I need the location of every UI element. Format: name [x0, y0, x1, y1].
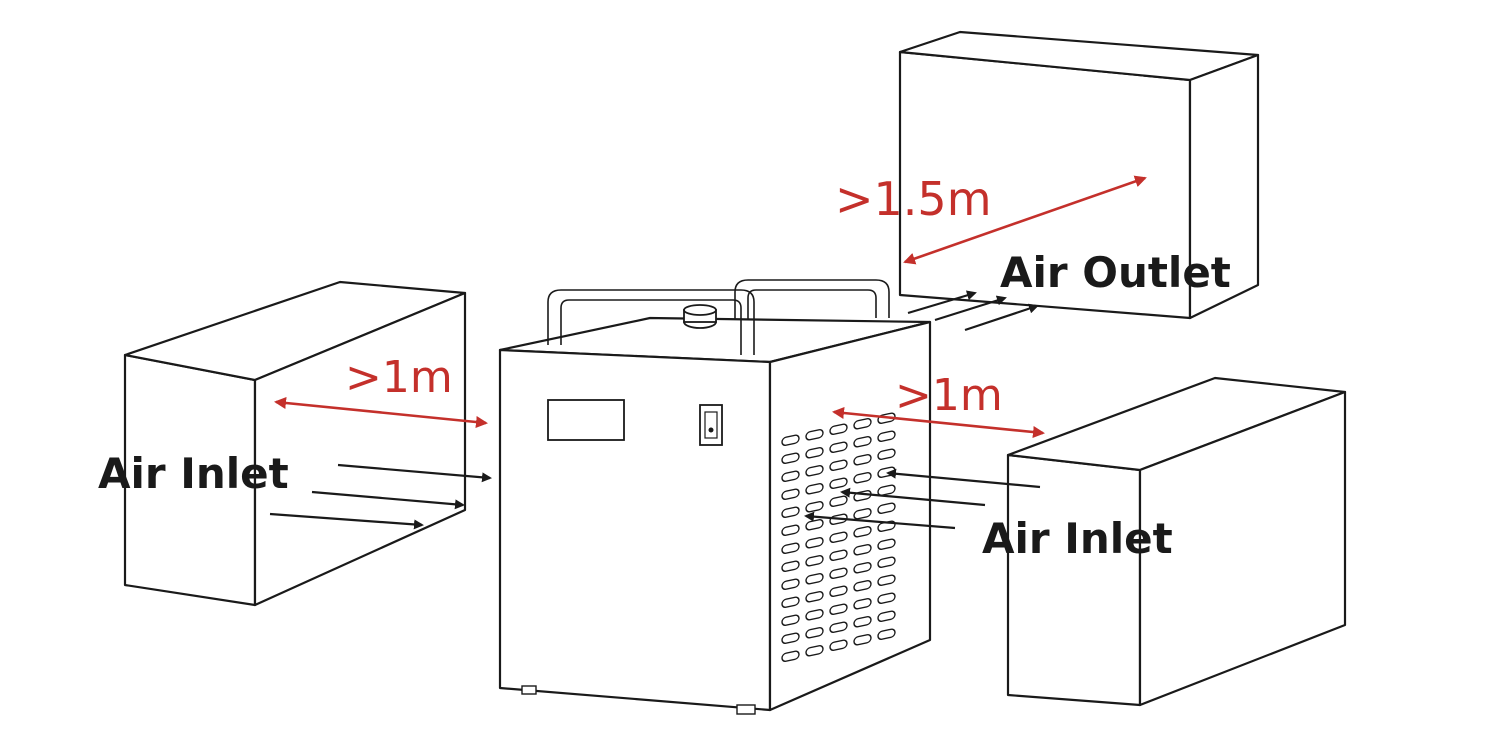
vent-slot: [853, 615, 872, 628]
vent-slot: [781, 506, 800, 518]
left-air-inlet-label: Air Inlet: [98, 449, 289, 498]
vent-slot: [829, 477, 848, 489]
vent-slot: [853, 579, 872, 592]
vent-slot: [853, 543, 872, 556]
chiller-unit: [498, 279, 932, 715]
carry-handle-rear: [734, 279, 890, 335]
chiller-foot-left: [521, 685, 537, 695]
vent-slot: [829, 621, 848, 633]
vent-slot: [781, 614, 800, 626]
vent-slot: [829, 531, 848, 543]
vent-slot: [781, 542, 800, 554]
right-clearance-label: >1m: [895, 370, 1003, 421]
vent-slot: [781, 524, 800, 536]
vent-slot: [877, 502, 896, 514]
vent-slot: [829, 585, 848, 597]
vent-slot: [853, 597, 872, 610]
vent-slot: [829, 441, 848, 453]
vent-slot: [805, 518, 824, 531]
vent-slot: [877, 610, 896, 622]
vent-slot: [829, 603, 848, 615]
vent-slot: [781, 470, 800, 482]
vent-slot: [805, 500, 824, 513]
vent-slot: [853, 507, 872, 520]
vent-slot: [829, 549, 848, 561]
left-inlet-airflow-arrows: [269, 463, 492, 530]
left-clearance-arrow: [274, 397, 488, 428]
outlet-clearance-arrow: [903, 175, 1147, 265]
vent-slot: [781, 578, 800, 590]
vent-slot: [805, 536, 824, 549]
side-vent-grille: [781, 412, 896, 662]
vent-slot: [877, 556, 896, 568]
vent-slot: [853, 561, 872, 574]
vent-slot: [877, 448, 896, 460]
vent-slot: [829, 459, 848, 471]
vent-slot: [781, 452, 800, 464]
vent-slot: [853, 633, 872, 646]
vent-slot: [853, 525, 872, 538]
vent-slot: [805, 644, 824, 657]
vent-slot: [805, 428, 824, 441]
vent-slot: [805, 554, 824, 567]
vent-slot: [781, 596, 800, 608]
vent-slot: [805, 446, 824, 459]
right-clearance-arrow: [832, 407, 1045, 438]
right-obstacle-box: [1006, 376, 1347, 707]
vent-slot: [781, 650, 800, 662]
right-inlet-airflow-arrows: [804, 468, 1041, 530]
vent-slot: [781, 434, 800, 446]
vent-slot: [829, 567, 848, 579]
left-clearance-label: >1m: [345, 352, 453, 403]
vent-slot: [877, 484, 896, 496]
vent-slot: [877, 592, 896, 604]
carry-handle-front: [547, 289, 755, 355]
vent-slot: [877, 574, 896, 586]
vent-slot: [781, 488, 800, 500]
power-switch-icon: [699, 404, 723, 446]
water-fill-cap: [683, 304, 717, 329]
vent-slot: [805, 608, 824, 621]
chiller-foot-right: [736, 704, 756, 715]
vent-slot: [781, 632, 800, 644]
vent-slot: [805, 626, 824, 639]
vent-slot: [877, 628, 896, 640]
vent-slot: [805, 482, 824, 495]
right-air-inlet-label: Air Inlet: [982, 514, 1173, 563]
vent-slot: [805, 464, 824, 477]
vent-slot: [805, 590, 824, 603]
temperature-display: [547, 399, 625, 441]
vent-slot: [829, 495, 848, 507]
air-outlet-label: Air Outlet: [1000, 248, 1231, 297]
vent-slot: [877, 538, 896, 550]
vent-slot: [829, 639, 848, 651]
left-obstacle-box: [123, 280, 467, 607]
vent-slot: [853, 453, 872, 466]
vent-slot: [781, 560, 800, 572]
outlet-airflow-arrows: [907, 290, 1039, 332]
vent-slot: [853, 471, 872, 484]
vent-slot: [805, 572, 824, 585]
outlet-clearance-label: >1.5m: [835, 172, 992, 226]
chiller-front-panel: [498, 348, 772, 712]
